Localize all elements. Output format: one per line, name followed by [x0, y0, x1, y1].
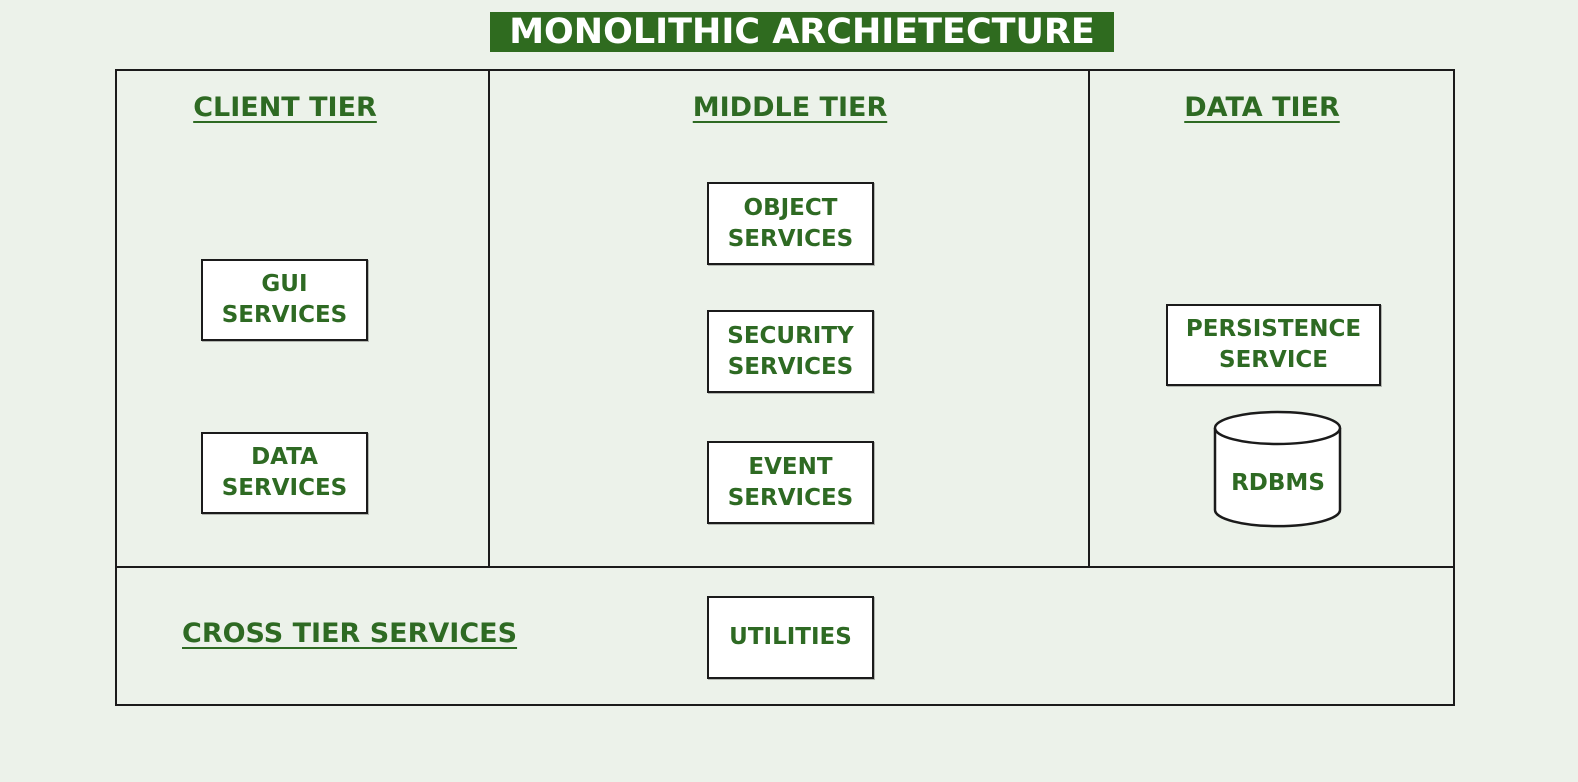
- utilities-box: UTILITIES: [707, 596, 874, 679]
- architecture-frame: [115, 69, 1455, 706]
- object-services-box: OBJECT SERVICES: [707, 182, 874, 265]
- data-services-box: DATA SERVICES: [201, 432, 368, 514]
- data-tier-heading: DATA TIER: [1184, 92, 1340, 123]
- event-services-box: EVENT SERVICES: [707, 441, 874, 524]
- diagram-title: MONOLITHIC ARCHIETECTURE: [490, 12, 1114, 52]
- gui-services-box: GUI SERVICES: [201, 259, 368, 341]
- rdbms-label: RDBMS: [1231, 470, 1325, 496]
- persistence-service-box: PERSISTENCE SERVICE: [1166, 304, 1381, 386]
- cross-tier-heading: CROSS TIER SERVICES: [182, 618, 518, 649]
- client-tier-heading: CLIENT TIER: [193, 92, 377, 123]
- security-services-box: SECURITY SERVICES: [707, 310, 874, 393]
- middle-tier-heading: MIDDLE TIER: [692, 92, 888, 123]
- cross-tier-divider: [116, 566, 1454, 568]
- middle-data-divider: [1088, 70, 1090, 568]
- client-middle-divider: [488, 70, 490, 568]
